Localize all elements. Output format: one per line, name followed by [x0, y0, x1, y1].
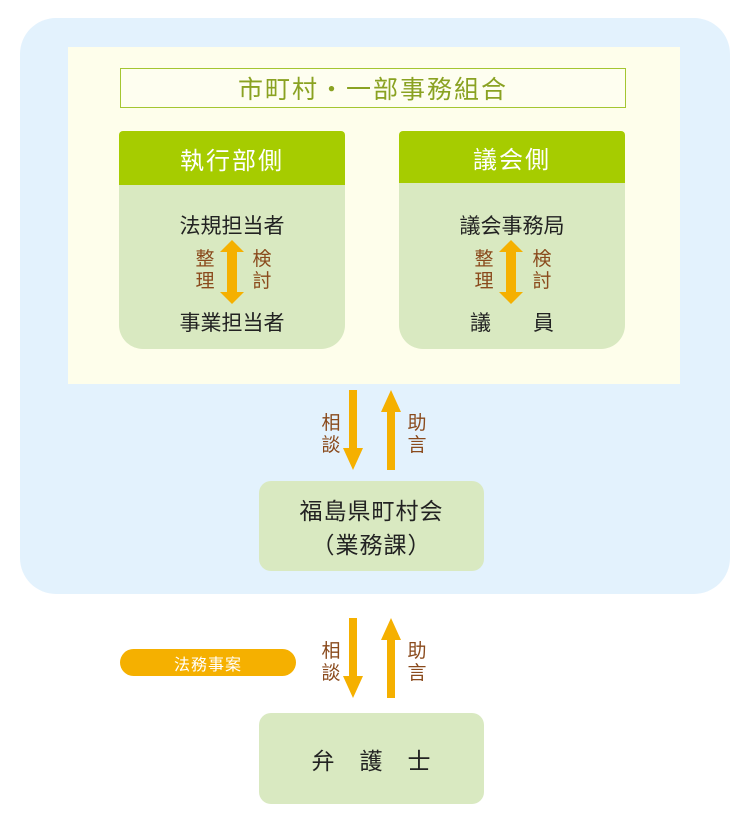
executive-organize-caption: 整理 [195, 248, 215, 292]
upper-consult-arrow [343, 390, 363, 470]
lawyer-label: 弁 護 士 [311, 748, 432, 775]
fukushima-town-village-association: 福島県町村会 （業務課） [259, 481, 484, 571]
lawyer-box: 弁 護 士 [259, 713, 484, 804]
assembly-secretariat-label: 議会事務局 [459, 214, 565, 238]
assembly-double-arrow [499, 240, 523, 304]
legal-officer-label: 法規担当者 [179, 214, 285, 238]
legal-matter-badge: 法務事案 [120, 649, 296, 676]
upper-advice-arrow [381, 390, 401, 470]
executive-panel-header: 執行部側 [119, 131, 345, 185]
assembly-review-caption: 検討 [532, 248, 552, 292]
upper-consult-caption: 相談 [321, 412, 341, 456]
association-name: 福島県町村会 [299, 499, 444, 525]
project-officer-label: 事業担当者 [179, 311, 285, 335]
association-division: （業務課） [311, 533, 432, 559]
lower-consult-caption: 相談 [321, 640, 341, 684]
upper-advice-caption: 助言 [407, 412, 427, 456]
lower-advice-caption: 助言 [407, 640, 427, 684]
assembly-organize-caption: 整理 [474, 248, 494, 292]
lower-consult-arrow [343, 618, 363, 698]
executive-double-arrow [220, 240, 244, 304]
executive-review-caption: 検討 [252, 248, 272, 292]
municipality-title: 市町村・一部事務組合 [120, 68, 626, 108]
assembly-panel-header: 議会側 [399, 131, 625, 183]
assembly-member-label: 議 員 [470, 311, 554, 335]
lower-advice-arrow [381, 618, 401, 698]
